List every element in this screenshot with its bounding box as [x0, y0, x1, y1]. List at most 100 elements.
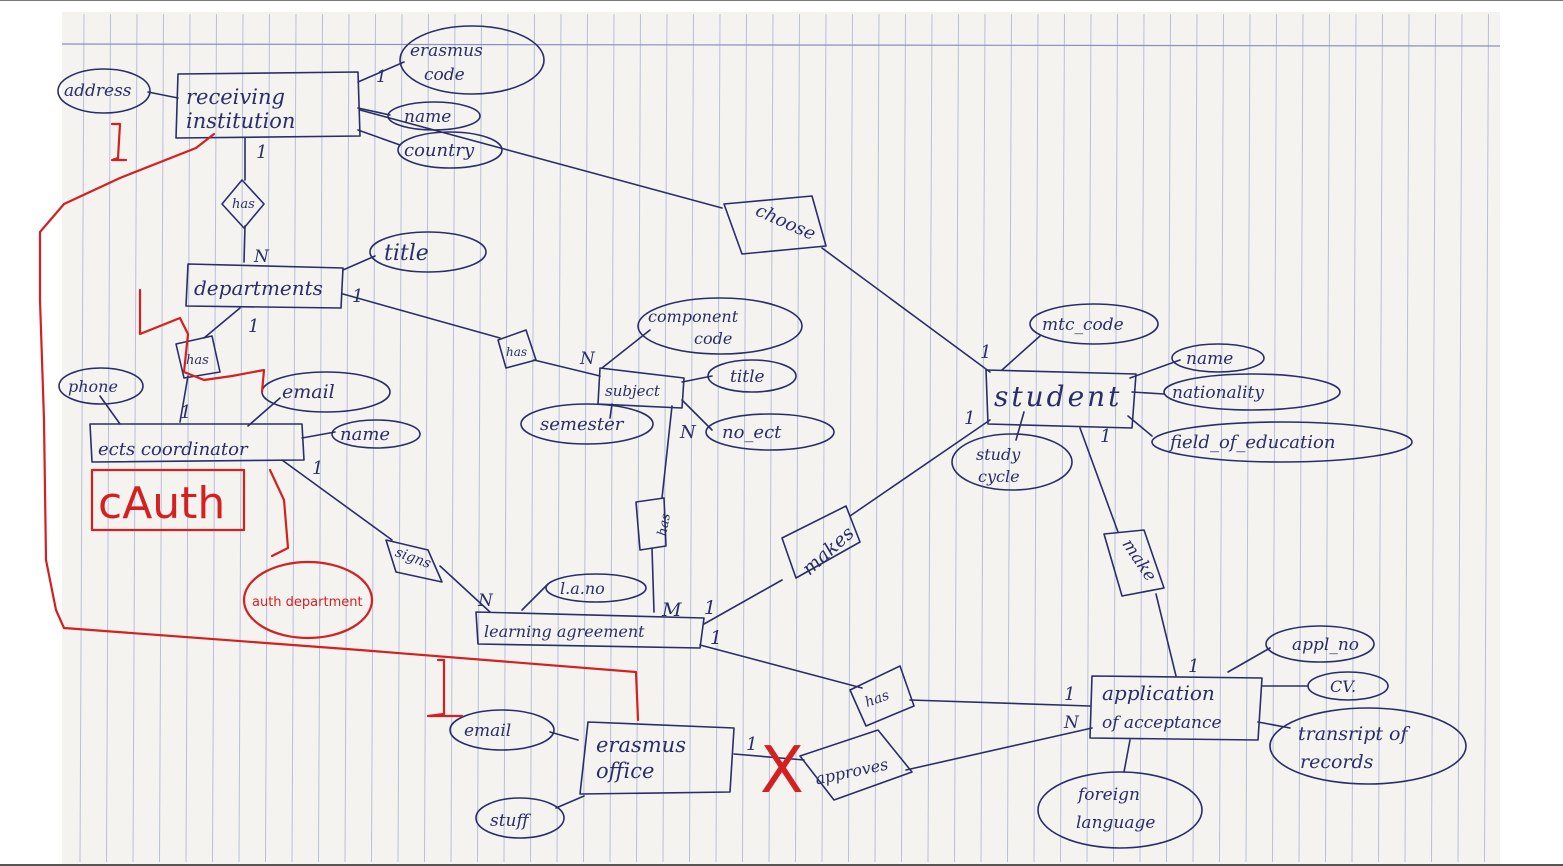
rel-has-dept-coord	[175, 335, 221, 379]
card-app-one-has: 1	[1064, 684, 1075, 705]
label-rel-has-dept-coord: has	[186, 353, 209, 368]
label-subject: subject	[605, 382, 661, 400]
card-app-one-make: 1	[1188, 656, 1199, 677]
label-la-no: l.a.no	[560, 579, 605, 598]
label-rel-has-la-app: has	[863, 687, 892, 710]
ruled-line	[954, 13, 959, 863]
ruled-line	[556, 13, 562, 863]
card-ri-dept-many: N	[253, 247, 270, 267]
attr-cv	[1307, 671, 1389, 701]
label-stuff: stuff	[490, 811, 532, 831]
attr-transcript	[1269, 707, 1467, 785]
label-name-ri: name	[404, 107, 451, 127]
ruled-line	[1484, 13, 1489, 863]
label-title-subject: title	[730, 367, 765, 387]
label-country: country	[404, 140, 475, 161]
label-erasmus-office-1: erasmus	[596, 733, 686, 757]
ruled-line	[1139, 13, 1145, 863]
annotation-cross: X	[760, 734, 804, 808]
label-cv: CV.	[1330, 677, 1356, 696]
ruled-line	[901, 13, 906, 863]
ruled-line	[185, 13, 191, 863]
ruled-line	[1113, 13, 1118, 863]
label-component-code-1: component	[648, 307, 739, 326]
label-ects-coordinator: ects coordinator	[98, 439, 249, 460]
card-dept-subject-many: N	[579, 349, 596, 369]
label-student: student	[994, 380, 1122, 413]
margin-line	[61, 43, 1501, 47]
ruled-line	[291, 13, 297, 863]
red-one-mark-office	[426, 658, 464, 718]
rel-has-dept-subject	[497, 329, 537, 369]
ruled-line	[874, 13, 880, 863]
ruled-line	[1219, 13, 1224, 863]
card-la-many-signs: N	[477, 591, 494, 611]
ruled-line	[1166, 13, 1171, 863]
label-name-student: name	[1186, 349, 1233, 369]
label-rel-has-dept-subject: has	[506, 345, 527, 359]
card-subject-many: N	[679, 422, 697, 443]
attr-study-cycle	[951, 433, 1073, 491]
entity-learning-agreement	[475, 611, 705, 649]
ruled-line	[106, 13, 111, 863]
cardinality-labels: 1 1 N 1 1 N 1 1 N N M 1 1 1 1 1 1 1 N 1	[180, 67, 1199, 755]
card-la-one-makes: 1	[704, 597, 716, 619]
ruled-line	[742, 13, 747, 863]
auth-box	[90, 468, 246, 532]
label-field-of-education: field_of_education	[1168, 432, 1335, 453]
attr-semester	[520, 403, 654, 445]
rel-makes-la	[781, 505, 861, 579]
ruled-line	[371, 13, 376, 863]
label-name-coord: name	[340, 424, 390, 445]
attr-address	[57, 68, 151, 114]
ruled-line	[265, 13, 270, 863]
card-dept-coord-one: 1	[248, 316, 259, 337]
rel-has-la-app	[849, 665, 915, 727]
card-dept-subject-one: 1	[352, 286, 363, 307]
ruled-line	[238, 13, 244, 863]
label-learning-agreement: learning agreement	[484, 622, 645, 641]
entity-application	[1089, 675, 1263, 741]
ruled-line	[609, 13, 615, 863]
ruled-line	[662, 13, 668, 863]
ruled-line	[1298, 13, 1304, 863]
label-phone: phone	[68, 377, 118, 396]
rel-make-app	[1103, 529, 1165, 597]
card-coord-signs-one: 1	[312, 458, 323, 479]
ruled-line	[159, 13, 164, 863]
attr-stuff	[475, 797, 565, 839]
ruled-line	[79, 13, 85, 863]
label-nationality: nationality	[1172, 383, 1264, 403]
ruled-lines	[79, 13, 1489, 863]
attr-name-coord	[331, 419, 421, 449]
label-transcript-2: records	[1300, 751, 1374, 773]
ruled-line	[132, 13, 138, 863]
ruled-line	[1033, 13, 1039, 863]
card-student-makes: 1	[964, 408, 975, 429]
entity-receiving-institution	[175, 71, 361, 139]
label-erasmus-office-2: office	[596, 759, 654, 783]
label-foreign-language-2: language	[1076, 813, 1155, 833]
rel-has-subject-la	[635, 497, 667, 551]
ruled-line	[848, 13, 853, 863]
label-rel-has-ri-dept: has	[232, 197, 255, 212]
ruled-line	[1272, 13, 1277, 863]
attr-email-office	[449, 709, 555, 751]
attr-component-code	[637, 297, 803, 355]
red-outline-path	[38, 132, 640, 722]
label-erasmus-code-1: erasmus	[410, 41, 483, 61]
label-application-2: of acceptance	[1102, 713, 1222, 733]
ruled-line	[715, 13, 721, 863]
label-study-cycle-1: study	[976, 445, 1021, 464]
label-mtc-code: mtc_code	[1042, 315, 1124, 335]
ruled-line	[1007, 13, 1012, 863]
rel-signs	[385, 539, 443, 583]
label-title-dept: title	[384, 241, 429, 266]
label-email-office: email	[464, 721, 511, 741]
ruled-line	[318, 13, 323, 863]
label-foreign-language-1: foreign	[1076, 785, 1140, 805]
label-receiving-institution-2: institution	[186, 109, 295, 133]
card-app-many: N	[1063, 713, 1080, 733]
rel-has-ri-dept	[221, 179, 265, 229]
